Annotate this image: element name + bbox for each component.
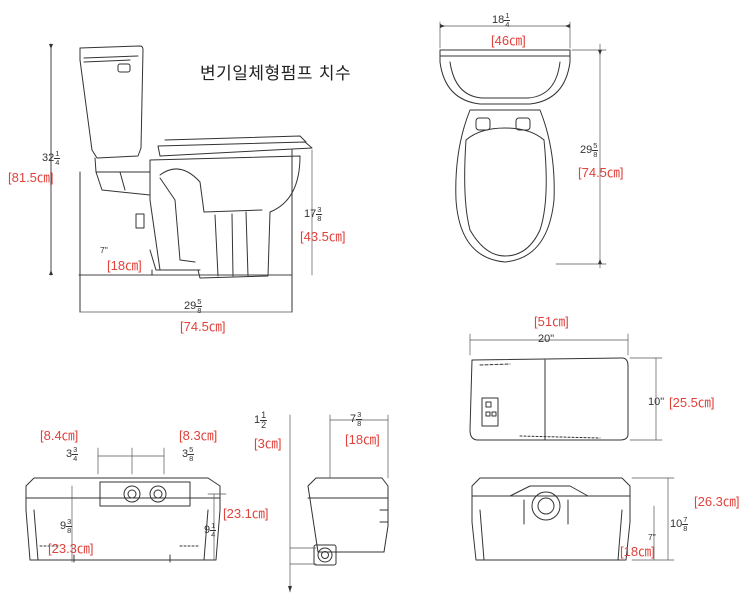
end-depth-metric: [18㎝] [345, 432, 380, 447]
front-right-height-metric: [23.1㎝] [223, 506, 269, 521]
pump-top-depth-label: 10" [648, 396, 665, 408]
side-view-toilet [50, 43, 313, 313]
pump-end-view [289, 414, 389, 593]
top-depth-metric: [74.5㎝] [578, 165, 624, 180]
rear-height-metric: [26.3㎝] [694, 494, 740, 509]
side-height-metric: [81.5㎝] [8, 170, 54, 185]
pump-top-width-label: 20" [538, 333, 555, 345]
pump-top-width-metric: [51㎝] [534, 314, 569, 329]
side-outlet-metric: [18㎝] [107, 258, 142, 273]
page-title: 변기일체형펌프 치수 [200, 64, 352, 84]
rear-inlet-metric: [18㎝] [620, 544, 655, 559]
rear-inlet-height-label: 7" [648, 532, 656, 542]
front-right-offset-metric: [8.3㎝] [179, 428, 218, 443]
pump-rear-view [471, 477, 675, 561]
pump-top-view [469, 333, 663, 441]
side-bowl-height-metric: [43.5㎝] [300, 229, 346, 244]
side-outlet-height-label: 7" [100, 245, 108, 255]
pump-front-view [25, 447, 227, 563]
top-width-metric: [46㎝] [491, 33, 526, 48]
dimension-arrowheads [49, 24, 602, 592]
front-left-offset-metric: [8.4㎝] [40, 428, 79, 443]
end-outlet-metric: [3㎝] [254, 436, 282, 451]
front-left-height-metric: [23.3㎝] [48, 541, 94, 556]
side-depth-metric: [74.5㎝] [180, 319, 226, 334]
pump-top-depth-metric: [25.5㎝] [669, 395, 715, 410]
